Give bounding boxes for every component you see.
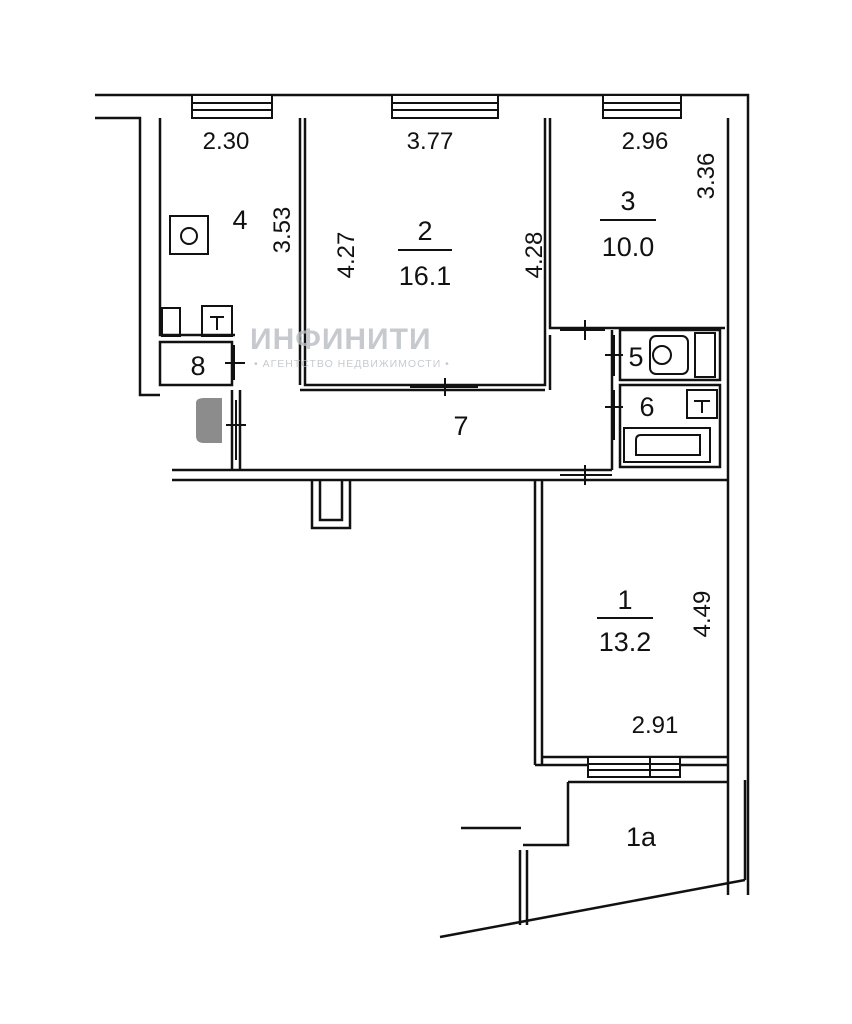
- room-3-label: 3 10.0: [600, 186, 656, 262]
- sink-icon: [686, 389, 718, 419]
- kitchen-cabinet-icon: [161, 305, 233, 337]
- room-4-width: 2.30: [203, 128, 250, 155]
- toilet-icon: [649, 335, 689, 375]
- room-2-number: 2: [417, 216, 432, 246]
- interior-walls: [158, 118, 725, 530]
- room-2-width: 3.77: [407, 128, 454, 155]
- room-3-area: 10.0: [602, 232, 655, 262]
- watermark-tagline: • АГЕНТСТВО НЕДВИЖИМОСТИ •: [254, 358, 450, 370]
- bathtub-icon: [623, 427, 711, 463]
- door-room-5: [605, 335, 623, 376]
- room-2-length-left: 4.27: [333, 232, 360, 279]
- room-3-width: 2.96: [622, 128, 669, 155]
- room-5-number: 5: [628, 342, 643, 372]
- room-1-width: 2.91: [632, 712, 679, 739]
- fixtures: [161, 215, 718, 463]
- window-room-1: [587, 756, 681, 778]
- room-1-label: 1 13.2: [597, 585, 653, 657]
- room-1-area: 13.2: [599, 627, 652, 657]
- dimensions: 2.30 3.77 2.96 2.91 3.53 4.27 4.28 3.36 …: [203, 128, 720, 739]
- room-7-number: 7: [453, 411, 468, 441]
- room-2-length-right: 4.28: [521, 232, 548, 279]
- door-room-6: [605, 390, 623, 440]
- watermark: ИНФИНИТИ • АГЕНТСТВО НЕДВИЖИМОСТИ •: [250, 323, 450, 370]
- door-room-2: [410, 378, 478, 396]
- room-3-length: 3.36: [693, 153, 720, 200]
- room-2-label: 2 16.1: [398, 216, 452, 291]
- room-4-length: 3.53: [269, 207, 296, 254]
- watermark-logo: ИНФИНИТИ: [250, 323, 432, 356]
- door-room-1: [560, 465, 612, 485]
- room-1-number: 1: [617, 585, 632, 615]
- door-room-8: [225, 345, 245, 380]
- window-room-4: [191, 94, 273, 119]
- outer-walls: [95, 93, 750, 895]
- room-4-number: 4: [232, 205, 247, 235]
- room-1-length: 4.49: [689, 591, 716, 638]
- ventilation-shaft: [196, 398, 222, 443]
- room-2-area: 16.1: [399, 261, 452, 291]
- door-marks: [225, 320, 623, 485]
- window-room-2: [391, 94, 499, 119]
- door-entrance: [226, 400, 246, 460]
- door-room-3: [560, 320, 605, 340]
- room-3-number: 3: [620, 186, 635, 216]
- room-labels: 2 16.1 3 10.0 1 13.2 4 5 6 7 8 1а: [190, 186, 657, 852]
- stove-icon: [169, 215, 209, 255]
- balcony: [439, 780, 747, 939]
- room-6-number: 6: [639, 392, 654, 422]
- window-room-3: [602, 94, 682, 119]
- water-tank-icon: [694, 332, 716, 378]
- room-1a-number: 1а: [626, 822, 657, 852]
- room-8-number: 8: [190, 351, 205, 381]
- windows: [191, 94, 682, 778]
